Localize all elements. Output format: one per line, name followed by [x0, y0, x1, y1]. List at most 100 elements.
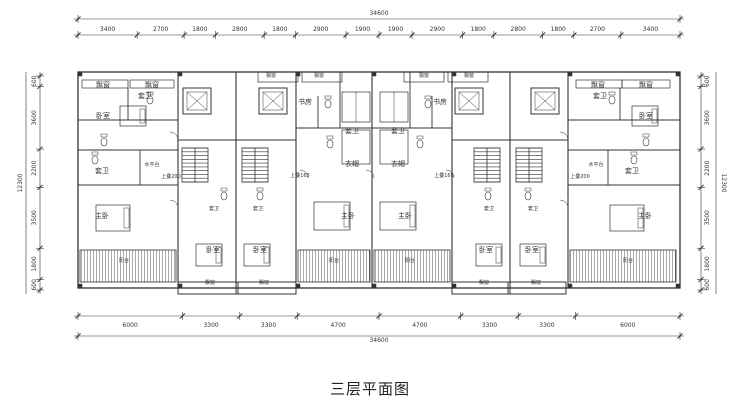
- top-dim-value: 2900: [430, 26, 445, 33]
- bedroom-label: 卧室: [206, 245, 220, 254]
- top-dim-tick-slash: [409, 32, 415, 38]
- elevator-cross: [186, 91, 208, 111]
- balcony-hatch: [569, 249, 677, 283]
- balcony-hatch: [373, 249, 451, 283]
- toilet-tank: [256, 187, 264, 192]
- suite-bath-label: 套卫: [345, 126, 359, 135]
- left-dim-value: 600: [31, 75, 38, 87]
- bed-pillow: [409, 204, 416, 228]
- right-dim-slash: [698, 83, 704, 90]
- right-total-value: 12300: [720, 173, 727, 192]
- bottom-dim-tick-slash: [294, 313, 301, 319]
- toilet-tank: [608, 91, 616, 96]
- top-dim-tick-slash: [490, 32, 497, 38]
- toilet-tank: [484, 187, 492, 192]
- right-dim-value: 3500: [704, 210, 711, 225]
- elevator-car: [458, 91, 480, 111]
- top-dim-tick-slash: [459, 32, 466, 38]
- bottom-dim-value: 4700: [330, 322, 345, 329]
- left-dim-value: 3600: [31, 110, 38, 125]
- door-swing: [559, 131, 569, 141]
- column: [567, 71, 573, 77]
- bottom-dim-tick-slash: [236, 313, 243, 319]
- left-dim-value: 600: [31, 279, 38, 291]
- top-dim-value: 1800: [192, 26, 207, 33]
- bedroom-label: 卧室: [253, 245, 267, 254]
- toilet-fixture: [324, 99, 332, 109]
- bottom-dim-tick-slash: [75, 313, 81, 319]
- left-dim-value: 2200: [31, 160, 38, 175]
- bed: [609, 204, 645, 232]
- bay-window-bump: [507, 281, 567, 295]
- bed-pillow: [495, 246, 502, 264]
- elevator-car: [534, 91, 556, 111]
- top-dim-tick-slash: [292, 32, 299, 38]
- bay-window-label: 飘窗: [531, 279, 541, 286]
- door-swing: [365, 169, 375, 179]
- study-label: 书房: [298, 97, 312, 106]
- right-dim-value: 600: [704, 279, 711, 291]
- bottom-dim-tick-slash: [677, 313, 683, 319]
- top-dim-value: 2700: [153, 26, 168, 33]
- column: [295, 283, 301, 289]
- bath-label: 套卫: [484, 205, 494, 212]
- column: [77, 283, 83, 289]
- walls: [77, 71, 681, 295]
- bed: [195, 243, 223, 267]
- master-bedroom-label: 主卧: [341, 211, 355, 220]
- stair-b-frame: [241, 147, 269, 183]
- toilet-fixture: [416, 139, 424, 149]
- balconies: [79, 249, 677, 283]
- toilet-fixture: [91, 155, 99, 165]
- top-dim-tick-slash: [539, 32, 546, 38]
- elevator-car: [186, 91, 208, 111]
- bay-window-top: [81, 79, 129, 89]
- drawing-title: 三层平面图: [329, 380, 410, 398]
- top-dim-tick-slash: [376, 32, 382, 38]
- total-width-bottom: 34600: [369, 337, 388, 344]
- door-swing: [299, 169, 309, 179]
- stair-note-label: 上叠200: [570, 173, 590, 180]
- toilet-tank: [416, 135, 424, 140]
- balcony-label: 阳台: [119, 257, 129, 264]
- column: [371, 71, 377, 77]
- bay-window-top: [129, 79, 175, 89]
- outer-wall: [77, 71, 681, 289]
- study-label: 书房: [433, 97, 447, 106]
- top-dim-tick-slash: [677, 32, 683, 38]
- bed-pillow: [343, 204, 350, 228]
- elevator-shaft: [258, 87, 288, 115]
- bottom-dim-tick-slash: [457, 313, 464, 319]
- bed-pillow: [539, 246, 546, 264]
- closet-box: [341, 129, 371, 165]
- toilet-fixture: [146, 95, 154, 105]
- column: [295, 71, 301, 77]
- bay-window-label: 飘窗: [639, 80, 653, 89]
- column: [451, 283, 457, 289]
- bottom-dim-value: 6000: [123, 322, 138, 329]
- bed-pillow: [139, 108, 146, 124]
- bath-label: 套卫: [95, 166, 109, 175]
- bay-window-label: 飘窗: [205, 279, 215, 286]
- top-dim-value: 1800: [551, 26, 566, 33]
- suite-bath-label: 套卫: [593, 91, 607, 100]
- top-dim-tick-slash: [343, 32, 349, 38]
- balcony-hatch: [297, 249, 371, 283]
- toilet-tank: [91, 151, 99, 156]
- bed-pillow: [215, 246, 222, 264]
- top-dim-value: 1800: [272, 26, 287, 33]
- top-dim-value: 1900: [388, 26, 403, 33]
- elevator-shaft: [182, 87, 212, 115]
- master-bedroom-label: 主卧: [95, 211, 109, 220]
- right-dim-slash: [698, 276, 704, 283]
- stair-c-frame: [473, 147, 501, 183]
- bed: [631, 105, 659, 127]
- column: [177, 283, 183, 289]
- bay-window-top: [403, 71, 445, 83]
- bay-window-label: 飘窗: [259, 279, 269, 286]
- top-dim-tick-slash: [261, 32, 268, 38]
- toilet-tank: [630, 151, 638, 156]
- bedroom-label: 卧室: [96, 111, 110, 120]
- bath-label: 套卫: [209, 205, 219, 212]
- top-dim-value: 1900: [355, 26, 370, 33]
